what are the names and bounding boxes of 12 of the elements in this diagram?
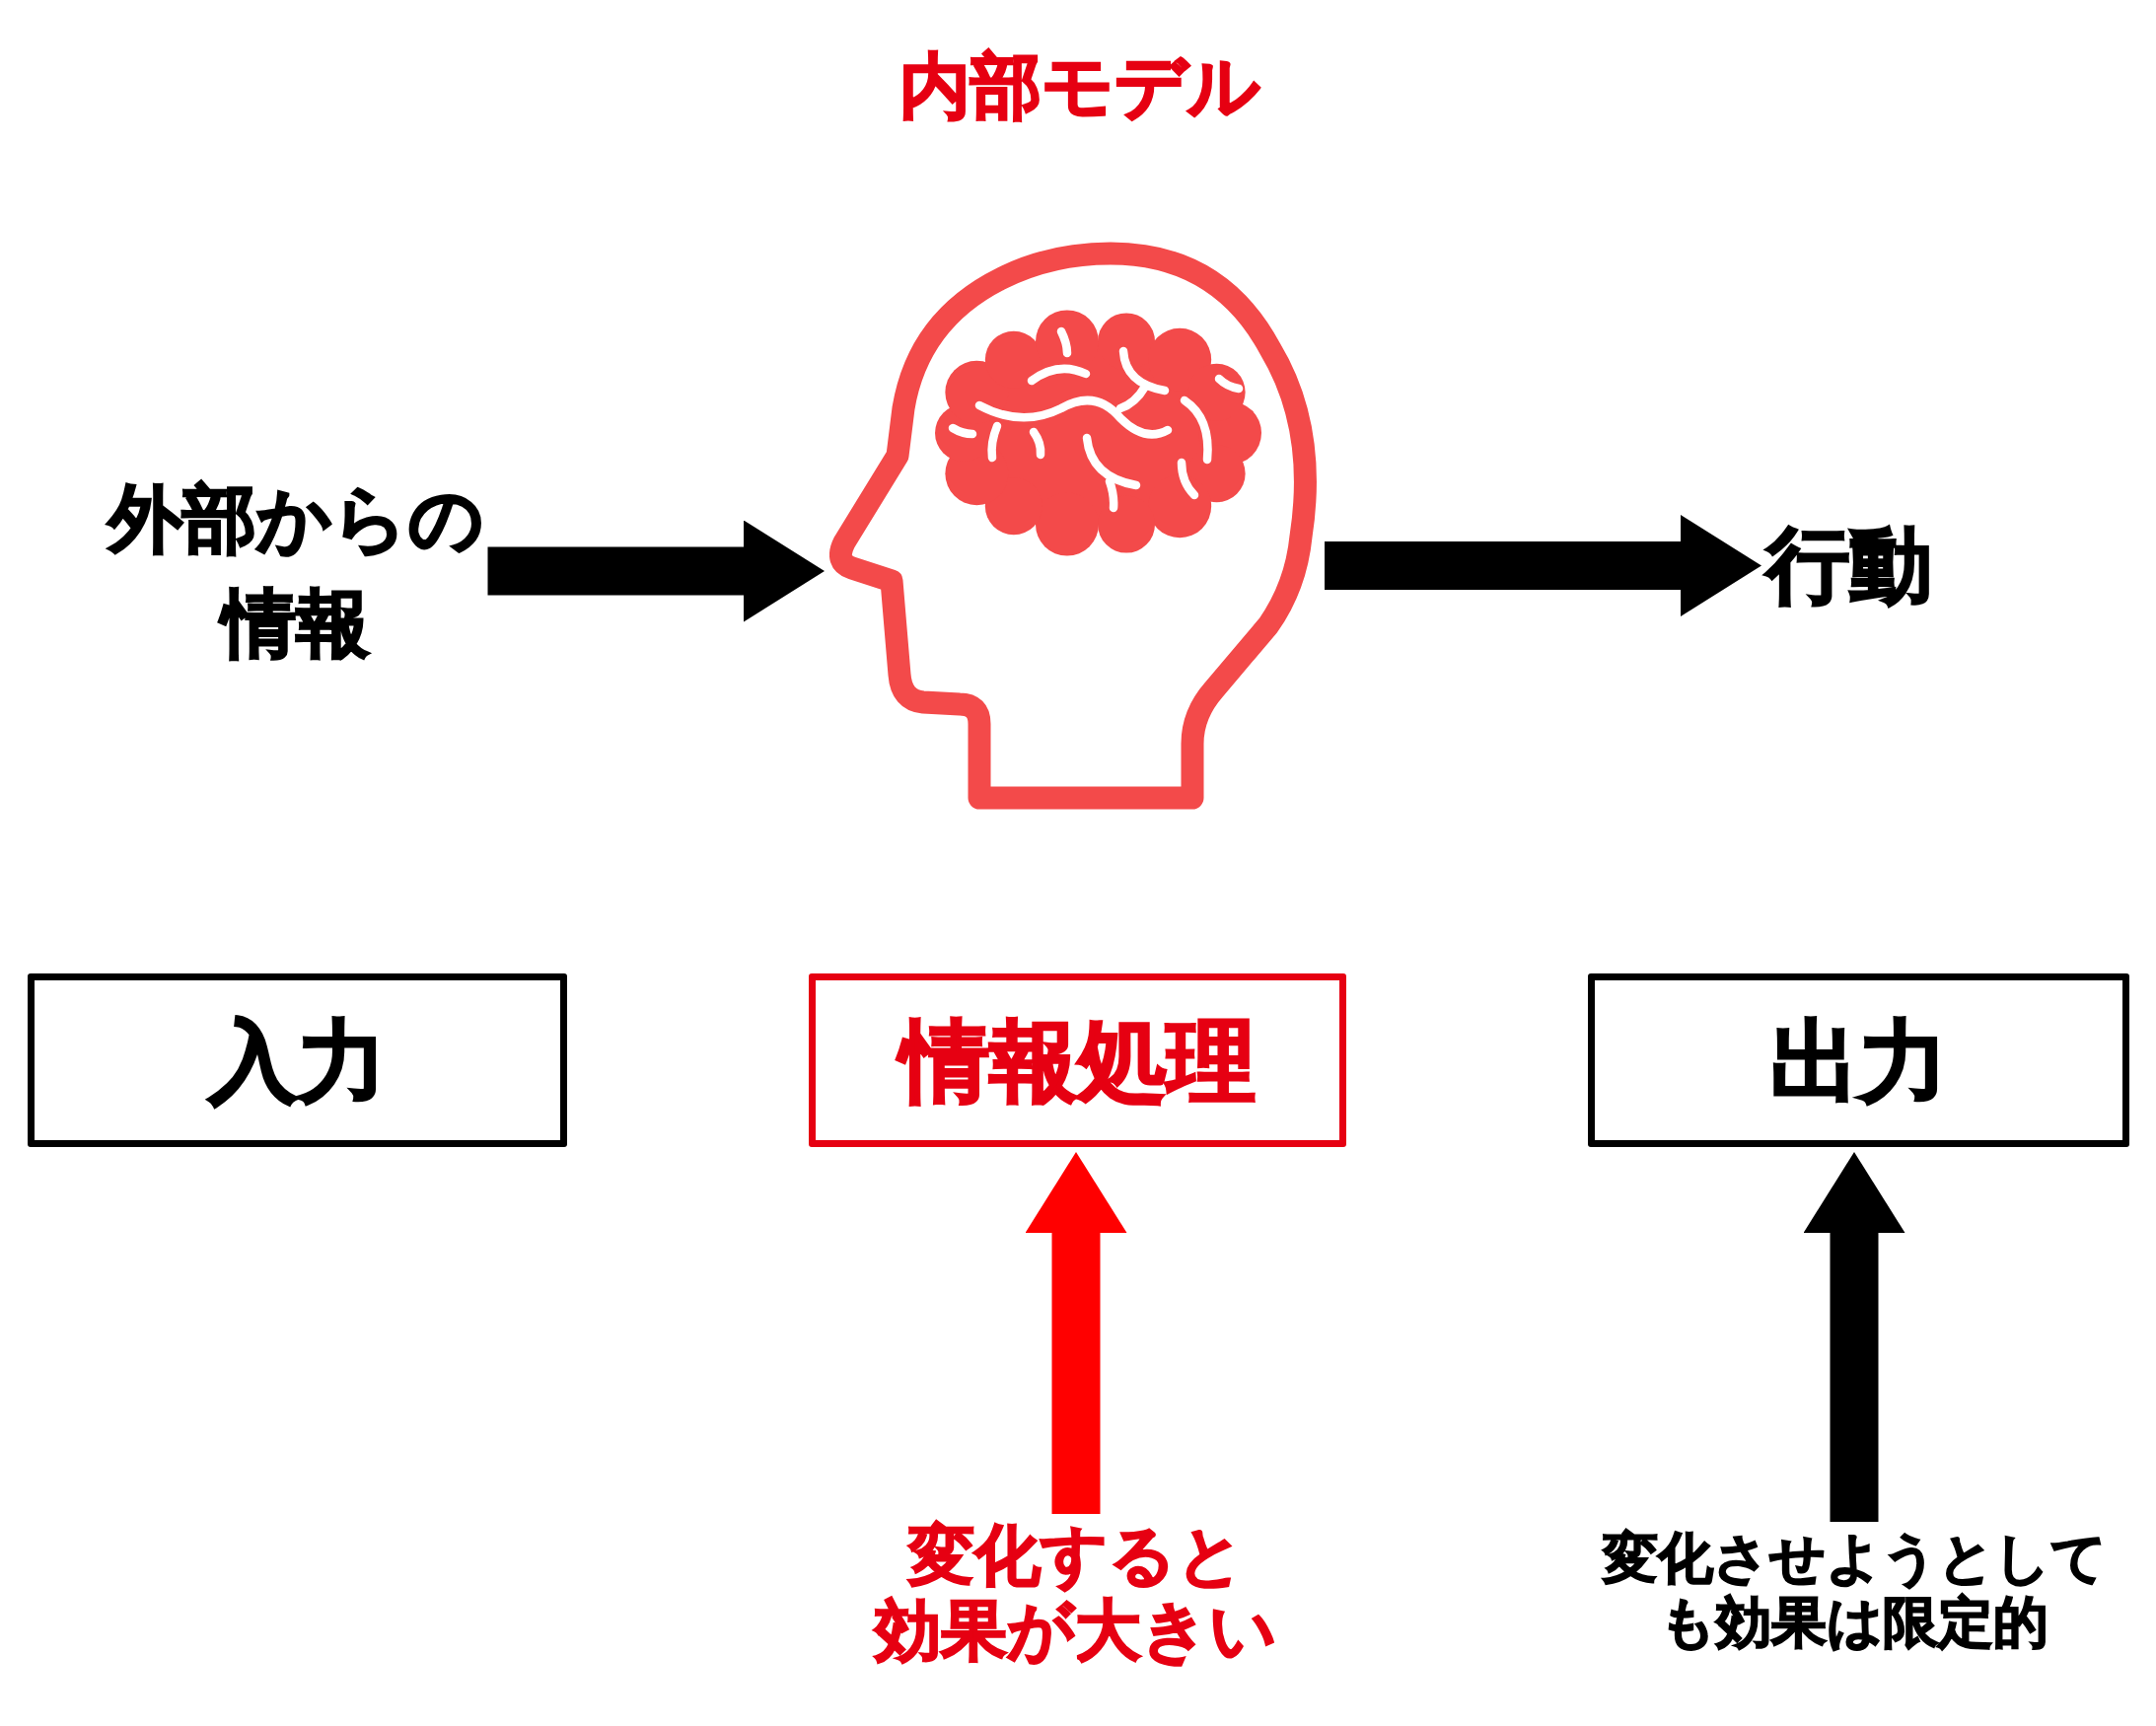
block-arrow — [1803, 1152, 1905, 1522]
process-box: 入力 — [28, 973, 567, 1147]
process-box: 出力 — [1588, 973, 2129, 1147]
block-arrow — [1025, 1152, 1127, 1514]
note-text: 変化させようとしても効果は限定的 — [1602, 1526, 2107, 1654]
action-label: 行動 — [1766, 516, 1932, 615]
diagram-title: 内部モデル — [899, 43, 1260, 128]
note-text: 変化すると効果が大きい — [875, 1518, 1277, 1668]
info-label: 外部からの情報 — [108, 467, 484, 676]
block-arrow — [487, 520, 825, 622]
block-arrow — [1325, 515, 1761, 616]
process-box: 情報処理 — [809, 973, 1346, 1147]
